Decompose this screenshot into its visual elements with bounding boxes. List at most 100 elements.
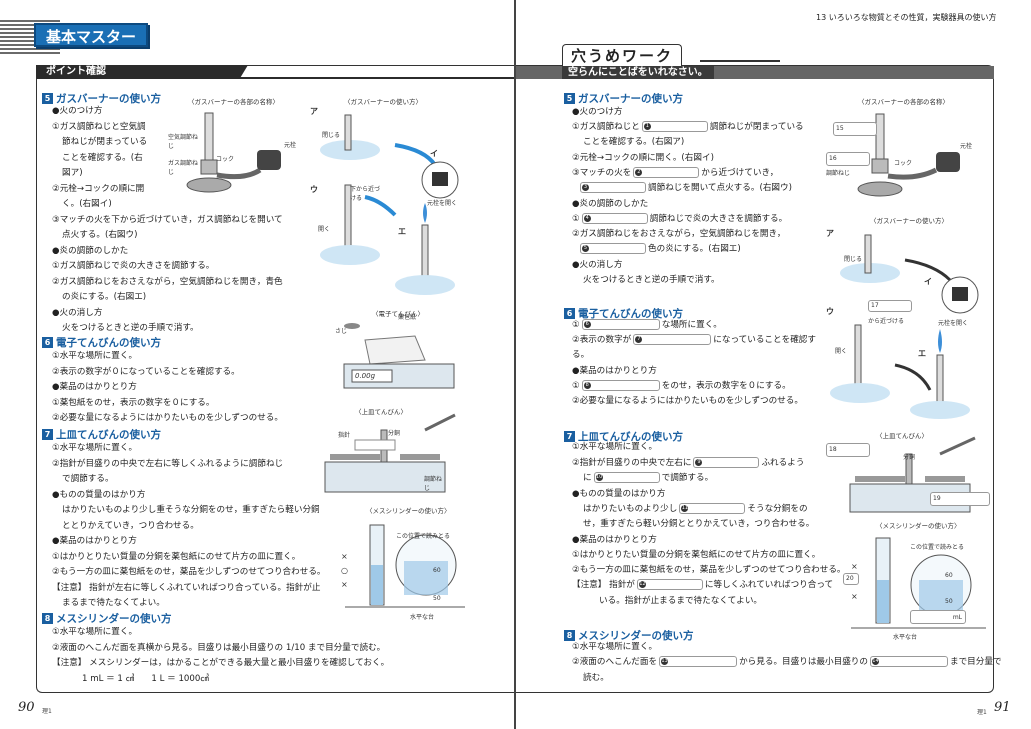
text-line: 火をつけるときと逆の手順で消す。 — [583, 275, 720, 285]
page-subject: 理1 — [42, 708, 52, 715]
text-line: ②ガス調節ねじをおさえながら，空気調節ねじを開き，青色 — [52, 276, 283, 287]
section-band: ポイント確認 — [36, 65, 248, 79]
blank-16[interactable]: 16 — [826, 152, 870, 166]
blank-8[interactable]: 8 — [581, 380, 660, 391]
blank-2[interactable]: 2 — [633, 167, 700, 178]
text-line: ととりかえていき，つり合わせる。 — [62, 520, 199, 531]
label-from: から近づける — [868, 318, 905, 325]
blank-7[interactable]: 7 — [633, 334, 712, 345]
figure-caption: 〈ガスバーナーの各部の名称〉 — [188, 98, 279, 106]
tick-50: 50 — [945, 598, 953, 605]
running-head: 13 いろいろな物質とその性質，実験器具の使い方 — [816, 13, 997, 22]
blank-4[interactable]: 4 — [581, 213, 648, 224]
text-line: ②必要な量になるようにはかりたいものを少しずつのせる。 — [52, 413, 283, 423]
label-spoon: さじ — [335, 328, 348, 335]
label-adjust-screw: 調節ねじ — [424, 476, 443, 492]
tick-50: 50 — [433, 595, 441, 602]
mark-a: ア — [826, 229, 834, 238]
figure-caption: 〈メスシリンダーの使い方〉 — [876, 522, 961, 530]
text-line: ●薬品のはかりとり方 — [52, 382, 137, 392]
balance-display: 0.00g — [355, 372, 376, 380]
page-subject: 理1 — [977, 709, 987, 716]
blank-17[interactable]: 17 — [868, 300, 912, 312]
cylinder-figure — [345, 524, 465, 608]
blank-12[interactable]: 12 — [636, 579, 703, 590]
blank-1[interactable]: 1 — [641, 121, 708, 132]
text-line: 【注意】 指針が左右に等しくふれていればつり合っている。指針が止 — [52, 582, 321, 593]
label-valve: 元栓 — [284, 142, 297, 149]
figure-caption: 〈ガスバーナーの使い方〉 — [870, 217, 948, 225]
label-gas-screw: 調節ねじ — [826, 170, 851, 177]
figure-caption: 〈ガスバーナーの使い方〉 — [344, 98, 422, 106]
figure-caption: 〈上皿てんびん〉 — [876, 432, 928, 440]
mark-a: ア — [310, 107, 318, 116]
text-line: せ，重すぎたら軽い分銅ととりかえていき，つり合わせる。 — [583, 519, 815, 529]
text-line: ①水平な場所に置く。 — [572, 642, 658, 652]
text-line: ●火の消し方 — [572, 260, 623, 270]
blank-9[interactable]: 9 — [693, 457, 760, 468]
blank-6[interactable]: 6 — [581, 319, 660, 330]
text-line: ●火のつけ方 — [52, 106, 103, 116]
blank-15[interactable]: 15 — [833, 122, 877, 136]
blank-10[interactable]: 10 — [593, 472, 660, 483]
mark-i: イ — [430, 149, 438, 158]
text-line: ①ガス調節ねじと空気調 — [52, 121, 146, 132]
mark-ng: × — [851, 562, 858, 571]
text-line: く。(右図イ) — [62, 199, 112, 209]
blank-20[interactable]: 20 — [843, 573, 859, 585]
text-line: で調節する。 — [62, 474, 114, 484]
blank-11[interactable]: 11 — [679, 503, 746, 514]
page-title: 基本マスター — [34, 23, 149, 47]
blank-3[interactable]: 3 — [580, 182, 646, 193]
figure-caption: 〈電子てんびん〉 — [372, 310, 424, 318]
label-from-below: 下から近づける — [350, 186, 381, 202]
pencil-icon — [700, 52, 780, 62]
text-line: ②もう一方の皿に薬包紙をのせ，薬品を少しずつのせてつり合わせる。 — [52, 567, 326, 577]
text-line: ●火の消し方 — [52, 307, 103, 318]
text-line: ①水平な場所に置く。 — [52, 351, 138, 361]
page-number: 91 — [994, 700, 1011, 715]
text-line: ●薬品のはかりとり方 — [572, 366, 657, 376]
label-cock: コック — [894, 160, 913, 167]
text-line: ③マッチの火を下から近づけていき，ガス調節ねじを開いて — [52, 214, 283, 225]
text-line: の炎にする。(右図エ) — [62, 292, 147, 302]
blank-18[interactable]: 18 — [826, 443, 870, 457]
label-close: 閉じる — [322, 132, 341, 139]
text-line: ことを確認する。(右 — [62, 152, 143, 163]
instruction-band: 空らんにことばをいれなさい。 — [562, 66, 714, 79]
blank-14[interactable]: 14 — [869, 656, 948, 667]
answer-ml-box[interactable]: mL — [910, 610, 966, 624]
text-line: ②ガス調節ねじをおさえながら，空気調節ねじを開き， — [572, 229, 786, 239]
text-line: ●炎の調節のしかた — [572, 199, 649, 209]
figure-caption: 〈メスシリンダーの使い方〉 — [366, 507, 451, 515]
blank-13[interactable]: 13 — [659, 656, 738, 667]
tick-60: 60 — [945, 572, 953, 579]
text-line: ●薬品のはかりとり方 — [52, 536, 137, 546]
mark-ng-2: × — [341, 580, 348, 589]
label-close: 閉じる — [844, 256, 863, 263]
text-line: 図ア) — [62, 168, 83, 178]
blank-5[interactable]: 5 — [580, 243, 646, 254]
text-line: はかりたいものより少し重そうな分銅をのせ，重すぎたら軽い分銅 — [62, 505, 320, 515]
text-line: ●火のつけ方 — [572, 107, 623, 117]
electronic-balance-figure — [343, 323, 455, 389]
work-title: 穴うめワーク — [562, 44, 683, 66]
blank-19[interactable]: 19 — [930, 492, 990, 506]
text-line: 火をつけるときと逆の手順で消す。 — [62, 323, 199, 333]
text-line: ●ものの質量のはかり方 — [572, 489, 666, 499]
label-paper: 薬包紙 — [398, 314, 417, 321]
text-line: ①水平な場所に置く。 — [52, 627, 138, 637]
label-weight: 分銅 — [388, 430, 401, 437]
text-line: ②液面のへこんだ面を真横から見る。目盛りは最小目盛りの 1/10 まで目分量で読… — [52, 642, 386, 653]
text-line: ①はかりとりたい質量の分銅を薬包紙にのせて片方の皿に置く。 — [572, 550, 821, 560]
text-line: ●薬品のはかりとり方 — [572, 535, 657, 545]
